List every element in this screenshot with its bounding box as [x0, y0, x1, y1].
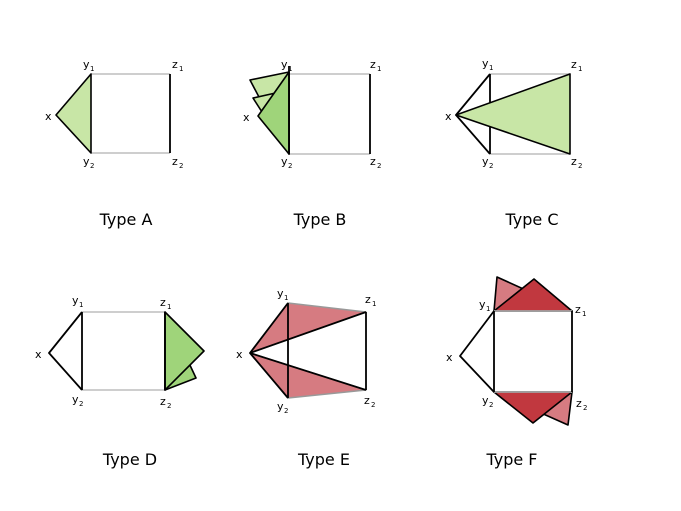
triangle-x-y1-y2	[55, 73, 92, 154]
label-y2: y	[72, 393, 79, 406]
label-x: x	[445, 110, 452, 123]
label-x: x	[446, 351, 453, 364]
label-z1-sub: 1	[372, 300, 376, 308]
label-z1: z	[571, 58, 577, 71]
panel-type-e: x y 1 y 2 z 1 z 2 Type E	[236, 287, 376, 469]
label-z2: z	[370, 155, 376, 168]
triangle-x-z1-z2	[455, 73, 571, 155]
label-y1: y	[479, 298, 486, 311]
panel-type-f: x y 1 y 2 z 1 z 2 Type F	[446, 276, 587, 469]
edge-x-z1	[249, 311, 367, 354]
label-y1-sub: 1	[90, 65, 94, 73]
edge-x-z2	[249, 352, 367, 391]
label-x: x	[243, 111, 250, 124]
label-z2-sub: 2	[583, 404, 587, 412]
label-z2-sub: 2	[167, 402, 171, 410]
label-y2: y	[277, 400, 284, 413]
panel-type-d: x y 1 y 2 z 1 z 2 Type D	[35, 294, 205, 469]
label-z1: z	[575, 303, 581, 316]
label-y2-sub: 2	[288, 162, 292, 170]
label-y2: y	[83, 155, 90, 168]
label-z2: z	[576, 397, 582, 410]
label-z2: z	[364, 394, 370, 407]
label-y1-sub: 1	[284, 294, 288, 302]
label-z1-sub: 1	[179, 65, 183, 73]
caption-type-f: Type F	[485, 450, 537, 469]
label-x: x	[45, 110, 52, 123]
label-x: x	[236, 348, 243, 361]
label-y2: y	[281, 155, 288, 168]
triangle-x-y2-z2	[249, 352, 367, 399]
label-z2: z	[571, 155, 577, 168]
label-y2-sub: 2	[90, 162, 94, 170]
label-z2-sub: 2	[179, 162, 183, 170]
label-z2: z	[160, 395, 166, 408]
label-z1: z	[370, 58, 376, 71]
label-y1-sub: 1	[489, 64, 493, 72]
label-z2-sub: 2	[377, 162, 381, 170]
caption-type-e: Type E	[297, 450, 350, 469]
label-x: x	[35, 348, 42, 361]
label-z2-sub: 2	[371, 401, 375, 409]
label-z1: z	[160, 296, 166, 309]
caption-type-d: Type D	[102, 450, 157, 469]
triangle-x-y1-z1	[249, 302, 367, 354]
label-y1-sub: 1	[486, 305, 490, 313]
label-z1: z	[172, 58, 178, 71]
label-z1-sub: 1	[582, 310, 586, 318]
label-y1-sub: 1	[79, 301, 83, 309]
label-z2: z	[172, 155, 178, 168]
label-y2-sub: 2	[489, 401, 493, 409]
label-y1: y	[277, 287, 284, 300]
label-y1: y	[83, 58, 90, 71]
label-z1-sub: 1	[167, 303, 171, 311]
label-y2: y	[482, 394, 489, 407]
label-z1-sub: 1	[377, 65, 381, 73]
label-y1: y	[281, 58, 288, 71]
caption-type-b: Type B	[293, 210, 347, 229]
label-y2-sub: 2	[79, 400, 83, 408]
caption-type-a: Type A	[99, 210, 153, 229]
label-y2: y	[482, 155, 489, 168]
label-z2-sub: 2	[578, 162, 582, 170]
label-z1: z	[365, 293, 371, 306]
panel-type-b: x y 1 y 2 z 1 z 2 Type B	[243, 58, 381, 229]
edges-x-y	[48, 311, 83, 391]
label-y1: y	[72, 294, 79, 307]
caption-type-c: Type C	[504, 210, 558, 229]
label-z1-sub: 1	[578, 65, 582, 73]
panel-type-a: x y 1 y 2 z 1 z 2 Type A	[45, 58, 183, 229]
panel-type-c: x y 1 y 2 z 1 z 2 Type C	[445, 57, 582, 229]
edges-x-y	[459, 310, 495, 393]
label-y1: y	[482, 57, 489, 70]
label-y2-sub: 2	[489, 162, 493, 170]
label-y2-sub: 2	[284, 407, 288, 415]
label-y1-sub: 1	[288, 65, 292, 73]
